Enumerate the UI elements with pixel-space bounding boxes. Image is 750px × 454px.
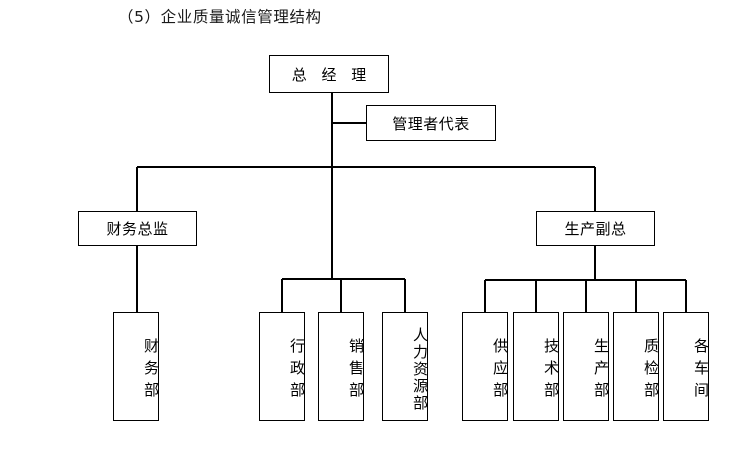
node-workshops[interactable]: 各车间 [663, 312, 710, 421]
node-sales-department[interactable]: 销售部 [318, 312, 365, 421]
node-human-resources-department[interactable]: 人力资源部 [382, 312, 429, 421]
page-title: （5）企业质量诚信管理结构 [118, 8, 322, 26]
node-technology-department[interactable]: 技术部 [513, 312, 560, 421]
node-general-manager[interactable]: 总 经 理 [269, 55, 389, 93]
node-production-department[interactable]: 生产部 [563, 312, 610, 421]
node-finance-department[interactable]: 财务部 [113, 312, 160, 421]
node-management-representative[interactable]: 管理者代表 [366, 105, 496, 141]
node-administration-department[interactable]: 行政部 [259, 312, 306, 421]
node-production-vice-president[interactable]: 生产副总 [536, 211, 655, 246]
node-supply-department[interactable]: 供应部 [462, 312, 509, 421]
node-financial-director[interactable]: 财务总监 [78, 211, 197, 246]
node-quality-control-department[interactable]: 质检部 [613, 312, 660, 421]
